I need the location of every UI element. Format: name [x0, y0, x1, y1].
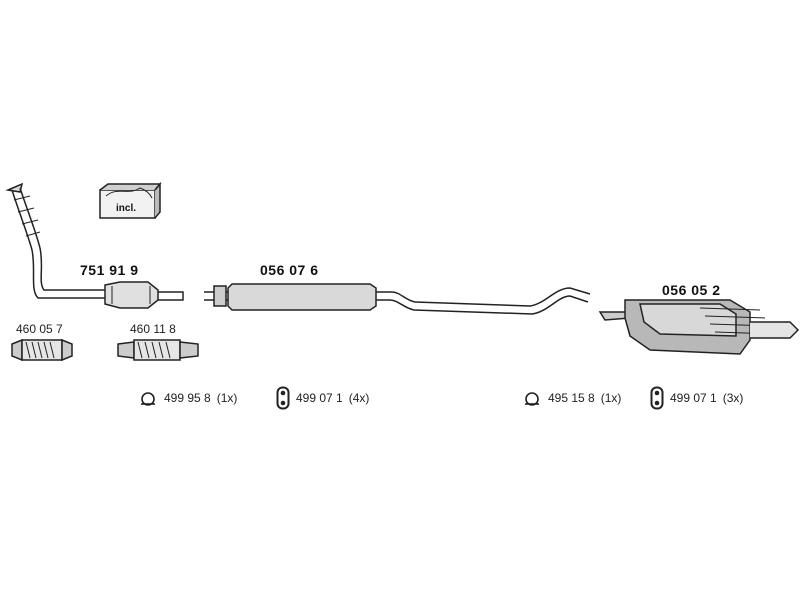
rear-silencer-drawing — [598, 299, 800, 355]
flex-pipe-2-drawing — [117, 339, 199, 361]
front-pipe-drawing — [5, 182, 184, 309]
hardware-qty: (1x) — [600, 391, 622, 405]
clamp-icon — [525, 392, 539, 406]
hardware-item: 495 15 8 (1x) — [522, 390, 621, 406]
hardware-code: 499 07 1 — [296, 391, 343, 405]
incl-label: incl. — [116, 203, 137, 214]
hardware-code: 499 07 1 — [670, 391, 717, 405]
middle-silencer-label: 056 07 6 — [260, 262, 319, 278]
rubber-mount-icon — [276, 386, 290, 410]
flex-pipe-1-drawing — [11, 338, 73, 362]
rubber-mount-icon — [650, 386, 664, 410]
hardware-qty: (4x) — [348, 391, 370, 405]
hardware-qty: (1x) — [216, 391, 238, 405]
hardware-code: 499 95 8 — [164, 391, 211, 405]
front-pipe-label: 751 91 9 — [80, 262, 139, 278]
hardware-item: 499 95 8 (1x) — [138, 390, 237, 406]
flex-pipe-2-label: 460 11 8 — [130, 322, 176, 336]
flex-pipe-1-label: 460 05 7 — [16, 322, 63, 336]
hardware-item: 499 07 1 (4x) — [276, 386, 369, 410]
middle-silencer-drawing — [204, 283, 591, 315]
hardware-item: 499 07 1 (3x) — [650, 386, 743, 410]
gasket-kit-drawing — [99, 181, 162, 219]
rear-silencer-label: 056 05 2 — [662, 282, 721, 298]
clamp-icon — [141, 392, 155, 406]
hardware-qty: (3x) — [722, 391, 744, 405]
hardware-code: 495 15 8 — [548, 391, 595, 405]
